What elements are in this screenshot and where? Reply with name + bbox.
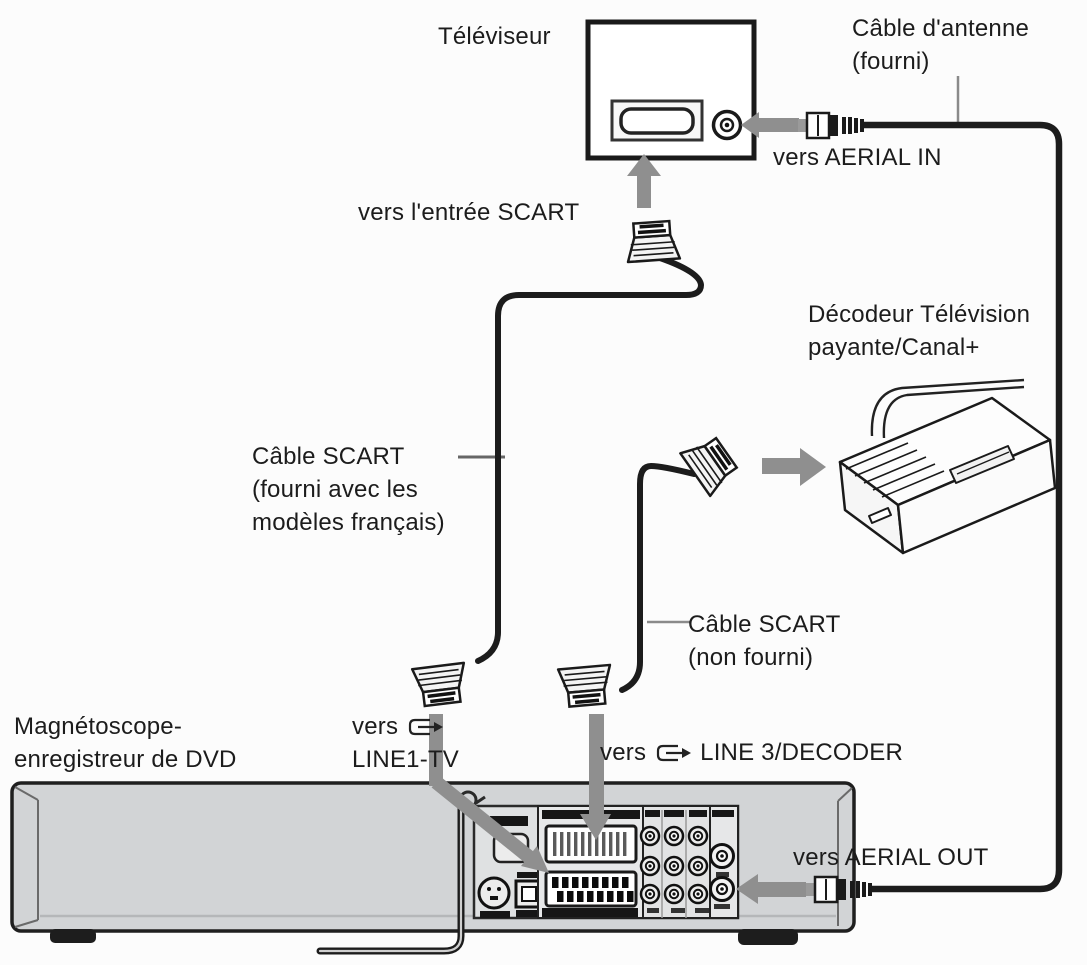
scart-jack-line3-decoder	[544, 824, 638, 864]
tv-label: Téléviseur	[438, 23, 551, 50]
scart-supplied-line3: modèles français)	[252, 509, 445, 536]
aerial-out-jack	[709, 876, 735, 902]
antenna-cable-label: Câble d'antenne (fourni)	[852, 12, 1029, 78]
scart-entry-label: vers l'entrée SCART	[358, 199, 580, 226]
flow-arrows	[429, 112, 826, 904]
recorder-foot-left	[50, 929, 96, 943]
arrow-down-to-line1	[429, 714, 549, 873]
aerial-in-jack	[709, 843, 735, 869]
line-input-icon	[409, 718, 444, 735]
recorder-label-line1: Magnétoscope-	[14, 713, 183, 740]
decoder-front-button	[868, 507, 892, 524]
decoder-vent-lines	[845, 442, 945, 498]
decoder-box	[838, 396, 1057, 555]
aerial-plug-to-recorder	[804, 875, 874, 904]
aerial-section	[709, 805, 739, 919]
line1-tv-label: vers	[352, 710, 444, 743]
line1-tv-prefix: vers	[352, 713, 399, 740]
scart-not-supplied-line2: (non fourni)	[688, 644, 814, 671]
scart-jack-line1-tv	[544, 870, 638, 908]
scart-plug-to-line1	[410, 661, 470, 709]
aerial-plug-to-tv	[796, 111, 866, 140]
scart-plug-to-decoder	[679, 430, 743, 498]
line3-prefix: vers	[600, 739, 647, 766]
decoder-label: Décodeur Télévision payante/Canal+	[808, 298, 1030, 364]
antenna-cable-label-line2: (fourni)	[852, 48, 930, 75]
recorder-foot-right	[738, 929, 798, 945]
scart-plug-to-line3	[556, 663, 615, 709]
scart-supplied-label: Câble SCART (fourni avec les modèles fra…	[252, 440, 445, 539]
decoder-wires	[870, 378, 1025, 439]
line1-tv-port-label: LINE1-TV	[352, 746, 459, 773]
rear-panel	[472, 804, 740, 920]
line-input-icon	[657, 744, 692, 761]
scart-cable-not-supplied	[619, 462, 697, 693]
antenna-cable	[860, 121, 1063, 893]
aerial-out-label: vers AERIAL OUT	[793, 844, 989, 871]
scart-supplied-line2: (fourni avec les	[252, 476, 418, 503]
recorder-bevel-lines	[14, 786, 853, 928]
arrow-up-to-tv-scart	[627, 154, 661, 208]
arrow-left-to-aerial-out	[736, 874, 806, 904]
line3-port-label: LINE 3/DECODER	[700, 739, 903, 766]
tv-aerial-jack	[711, 109, 743, 141]
recorder-label-line2: enregistreur de DVD	[14, 746, 237, 773]
line3-decoder-label: vers LINE 3/DECODER	[600, 736, 903, 769]
scart-plug-to-tv	[624, 219, 682, 264]
decoder-card-slot	[949, 445, 1015, 484]
tv-scart-port	[610, 99, 704, 142]
scart-cable-supplied	[475, 255, 705, 664]
panel-label-bar	[490, 816, 528, 826]
s-video-jack	[477, 876, 511, 918]
scart-supplied-line1: Câble SCART	[252, 443, 405, 470]
power-cord	[316, 802, 465, 955]
arrow-left-to-aerial-in	[741, 112, 799, 138]
recorder-label: Magnétoscope- enregistreur de DVD	[14, 710, 237, 776]
antenna-cable-label-line1: Câble d'antenne	[852, 15, 1030, 42]
rca-jacks	[639, 825, 709, 905]
tv-box	[585, 19, 757, 161]
rca-section	[639, 805, 711, 919]
arrow-right-to-decoder	[762, 448, 826, 486]
decoder-label-line2: payante/Canal+	[808, 334, 980, 361]
decoder-label-line1: Décodeur Télévision	[808, 301, 1031, 328]
aerial-in-label: vers AERIAL IN	[773, 144, 942, 171]
arrow-down-to-line3	[580, 714, 611, 840]
panel-label-bar	[542, 908, 638, 917]
scart-not-supplied-line1: Câble SCART	[688, 611, 841, 638]
scart-not-supplied-label: Câble SCART (non fourni)	[688, 608, 840, 674]
